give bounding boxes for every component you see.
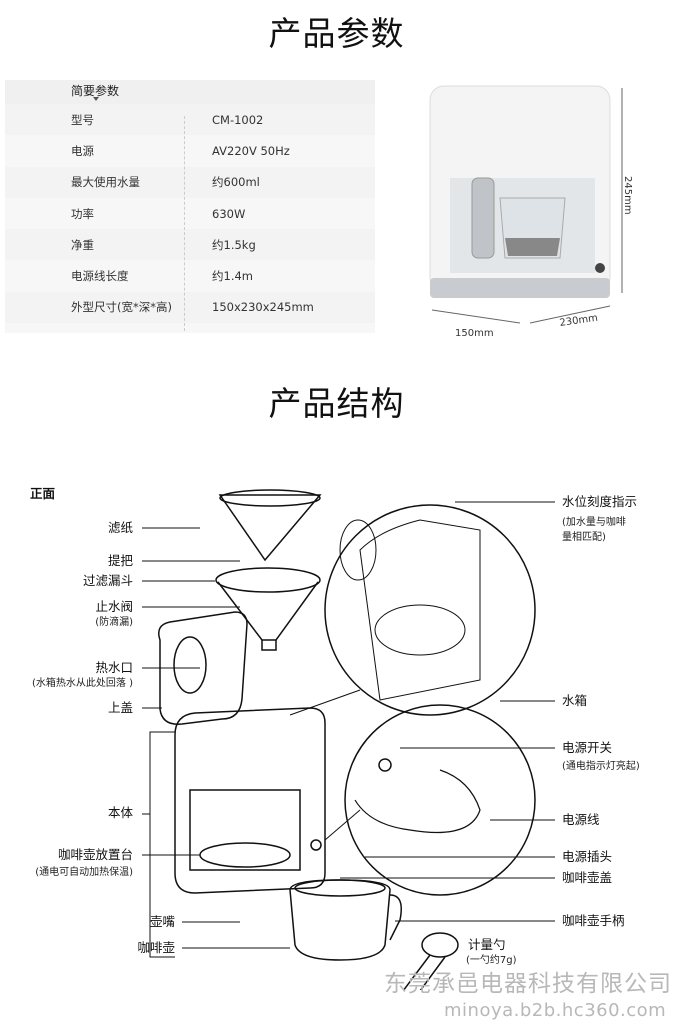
label-power-plug: 电源插头 (562, 849, 613, 864)
spec-table-header: 简要参数 (5, 80, 375, 104)
label-water-tank: 水箱 (562, 693, 588, 708)
label-power-cord: 电源线 (562, 812, 600, 827)
spec-label: 外型尺寸(宽*深*高) (71, 300, 172, 315)
label-handle: 提把 (107, 553, 133, 568)
spec-label: 功率 (71, 206, 94, 221)
label-scoop: 计量勺 (468, 937, 506, 952)
note-water-level-1: (加水量与咖啡 (562, 517, 626, 528)
spec-label: 电源 (71, 143, 94, 158)
dim-width: 150mm (455, 328, 494, 339)
spec-row: 电源线长度 约1.4m (5, 260, 375, 291)
label-hot-water-outlet: 热水口 (95, 660, 133, 675)
label-pot-lid: 咖啡壶盖 (562, 870, 613, 885)
structure-diagram (142, 489, 555, 990)
spec-row: 功率 630W (5, 198, 375, 229)
spec-value: AV220V 50Hz (212, 143, 290, 158)
product-photo: 245mm 150mm 230mm (429, 85, 633, 339)
label-pot-stand: 咖啡壶放置台 (57, 847, 133, 862)
label-top-lid: 上盖 (107, 700, 133, 715)
spec-row: 型号 CM-1002 (5, 104, 375, 136)
spec-value: 150x230x245mm (212, 300, 314, 315)
spec-label: 最大使用水量 (71, 175, 140, 190)
label-water-level: 水位刻度指示 (562, 494, 638, 509)
spec-table: 简要参数 型号 CM-1002 电源 AV220V 50Hz 最大使用水量 约600ml 功… (5, 80, 375, 333)
structure-title: 产品结构 (268, 384, 405, 423)
params-title: 产品参数 (268, 14, 405, 53)
spec-value: 630W (212, 206, 246, 221)
spec-row: 最大使用水量 约600ml (5, 166, 375, 198)
spec-row: 净重 约1.5kg (5, 229, 375, 261)
spec-row: 电源 AV220V 50Hz (5, 135, 375, 166)
note-scoop: (一勺约7g) (466, 955, 517, 966)
column-divider (184, 116, 185, 331)
note-water-level-2: 量相匹配) (562, 532, 606, 543)
spec-value: 约1.4m (212, 269, 253, 284)
spec-value: 约1.5kg (212, 237, 256, 252)
view-label: 正面 (30, 486, 56, 501)
dim-depth: 230mm (559, 313, 599, 329)
label-spout: 壶嘴 (149, 914, 175, 929)
spec-label: 型号 (71, 112, 94, 127)
watermark-url: minoya.b2b.hc360.com (444, 1000, 667, 1021)
label-coffee-pot: 咖啡壶 (137, 940, 175, 955)
spec-value: CM-1002 (212, 112, 264, 127)
label-stop-valve: 止水阀 (95, 599, 133, 614)
note-power-switch: (通电指示灯亮起) (562, 761, 640, 772)
dim-height: 245mm (622, 176, 633, 215)
caret-down-icon (93, 97, 99, 101)
note-hot-water-outlet: (水箱热水从此处回落 ) (32, 678, 133, 689)
spec-value: 约600ml (212, 175, 260, 190)
note-pot-stand: (通电可自动加热保温) (35, 867, 133, 878)
spec-header-label: 简要参数 (71, 84, 120, 98)
label-pot-handle: 咖啡壶手柄 (562, 913, 625, 928)
spec-row: 外型尺寸(宽*深*高) 150x230x245mm (5, 291, 375, 324)
note-stop-valve: (防滴漏) (95, 617, 133, 628)
label-power-switch: 电源开关 (562, 740, 613, 755)
label-filter-paper: 滤纸 (107, 520, 133, 535)
spec-label: 电源线长度 (71, 269, 129, 284)
label-body: 本体 (107, 805, 133, 820)
spec-label: 净重 (71, 237, 94, 252)
label-filter-funnel: 过滤漏斗 (82, 573, 133, 588)
watermark-company: 东莞承邑电器科技有限公司 (384, 971, 672, 997)
